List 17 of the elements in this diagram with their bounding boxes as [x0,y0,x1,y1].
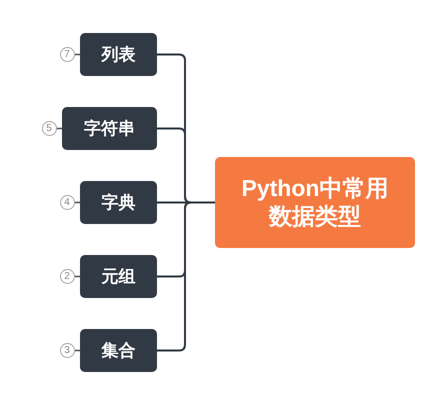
topic-box: 字典 [80,181,157,224]
topic-box: 列表 [80,33,157,76]
number-circle: 2 [60,269,74,284]
topic-box: 元组 [80,255,157,298]
connector-line [74,54,80,56]
topic-box: 集合 [80,329,157,372]
connector-line [157,202,215,352]
number-circle: 4 [60,195,74,210]
number-circle: 7 [60,47,74,62]
topic-box: 字符串 [62,107,157,150]
connector-line [74,202,80,204]
central-topic-box: Python中常用数据类型 [215,157,415,248]
number-circle: 5 [42,121,56,136]
number-circle: 3 [60,343,74,358]
connector-line [74,350,80,352]
connector-line [74,276,80,278]
connector-line [56,128,62,130]
